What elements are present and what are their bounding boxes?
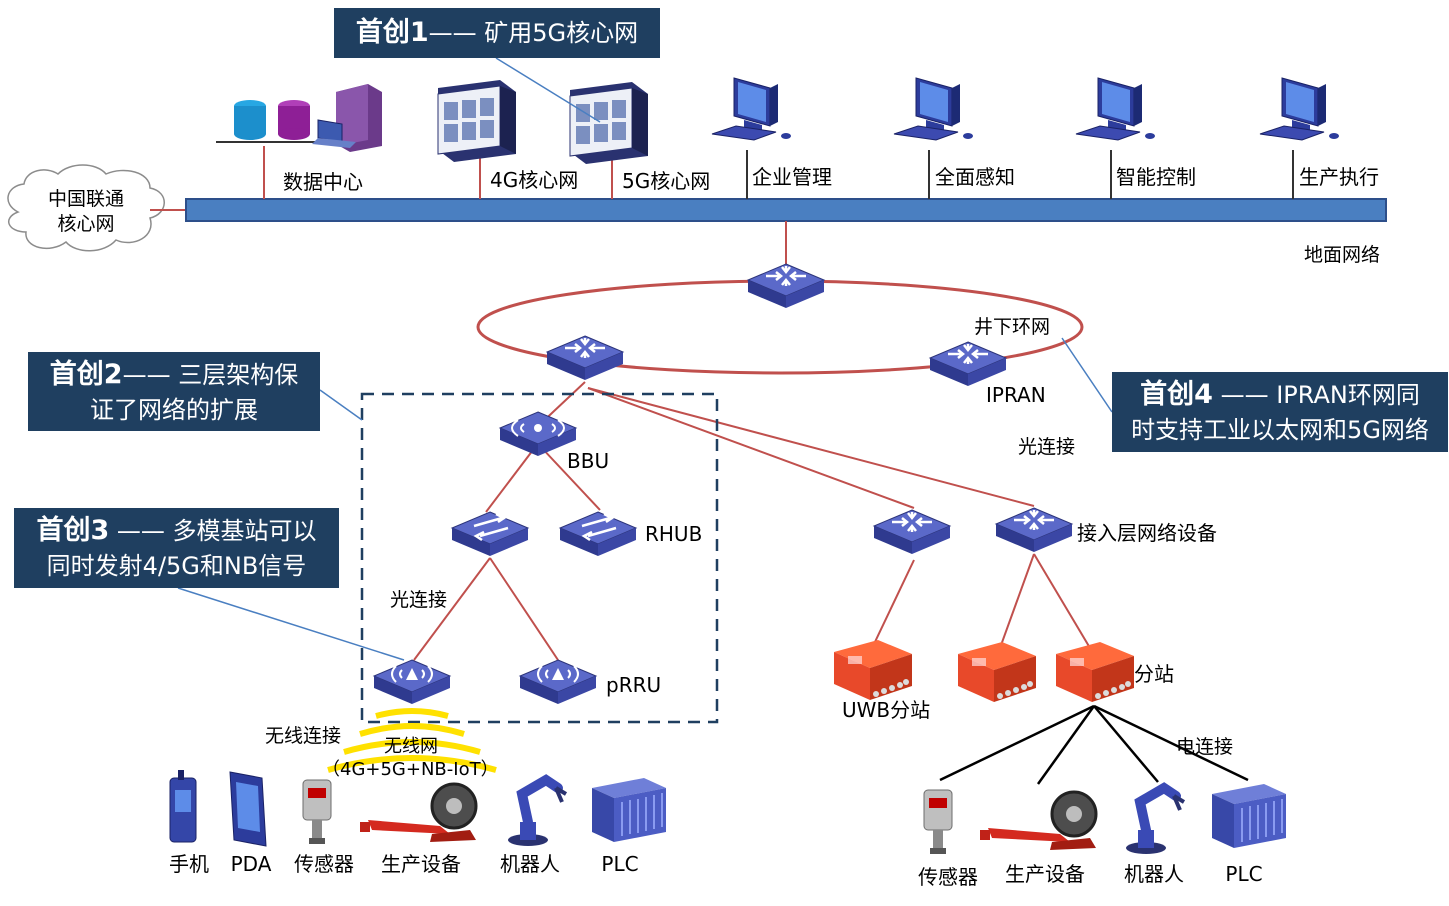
- 4g-core-server-icon: [437, 79, 517, 163]
- perception-label: 全面感知: [935, 165, 1015, 189]
- device-left-plc: PLC: [601, 852, 638, 876]
- rhub-right-icon: [559, 511, 637, 557]
- production-monitor-icon: [1259, 77, 1340, 141]
- rhub-left-icon: [451, 511, 529, 557]
- bbu-icon: [499, 411, 577, 457]
- device-right-equipment: 生产设备: [1005, 862, 1085, 886]
- callout-1-text: —— 矿用5G核心网: [428, 19, 639, 47]
- access-layer-label: 接入层网络设备: [1077, 521, 1217, 545]
- wireless-tech-label: （4G+5G+NB-IoT）: [322, 759, 499, 780]
- optical-label: 光连接: [1018, 436, 1075, 458]
- data-center-label: 数据中心: [283, 170, 363, 194]
- control-monitor-icon: [1075, 77, 1156, 141]
- enterprise-monitor-icon: [711, 77, 792, 141]
- enterprise-label: 企业管理: [752, 165, 832, 189]
- access-switch-icon: [995, 507, 1073, 553]
- substation-label: 分站: [1134, 662, 1174, 686]
- prru-label: pRRU: [606, 673, 661, 697]
- callout-first-1: 首创1—— 矿用5G核心网: [334, 8, 660, 58]
- callout-first-4: 首创4 —— IPRAN环网同 时支持工业以太网和5G网络: [1112, 372, 1448, 452]
- wireless-signal-icon: [327, 708, 497, 773]
- ipran-label: IPRAN: [986, 383, 1046, 407]
- robot-left-icon: [508, 780, 566, 846]
- device-left-equipment: 生产设备: [381, 852, 461, 876]
- device-right-robot: 机器人: [1124, 862, 1184, 886]
- ground-network-label: 地面网络: [1304, 244, 1380, 266]
- three-layer-frame: [360, 392, 719, 724]
- sensor-left-icon: [302, 779, 332, 845]
- plc-left-icon: [591, 777, 667, 843]
- substation-left-icon: [958, 642, 1036, 702]
- electric-label: 电连接: [1176, 736, 1233, 758]
- production-equipment-left-icon: [358, 782, 478, 844]
- cloud-label-1: 中国联通: [48, 188, 124, 210]
- device-right-sensor: 传感器: [918, 865, 978, 889]
- callout-4-title: 首创4: [1140, 379, 1213, 410]
- wireless-connection-label: 无线连接: [265, 725, 341, 747]
- pda-icon: [229, 771, 267, 847]
- ring-top-switch-icon: [747, 263, 825, 309]
- bbu-label: BBU: [567, 449, 609, 473]
- device-right-plc: PLC: [1225, 862, 1262, 886]
- callout-4-line2: 时支持工业以太网和5G网络: [1131, 416, 1429, 444]
- wireless-net-label: 无线网: [384, 736, 438, 757]
- production-equipment-right-icon: [978, 790, 1098, 852]
- uwb-label: UWB分站: [842, 698, 930, 722]
- callout-first-3: 首创3 —— 多模基站可以 同时发射4/5G和NB信号: [14, 508, 339, 588]
- phone-icon: [169, 770, 197, 843]
- robot-right-icon: [1126, 788, 1184, 854]
- ring-left-switch-icon: [546, 335, 624, 381]
- callout-3-line2: 同时发射4/5G和NB信号: [46, 552, 307, 580]
- device-left-pda: PDA: [231, 852, 272, 876]
- 5g-core-label: 5G核心网: [622, 169, 710, 193]
- device-left-sensor: 传感器: [294, 852, 354, 876]
- substation-right-icon: [1056, 642, 1134, 702]
- device-left-phone: 手机: [169, 852, 209, 876]
- ground-network-bus: [185, 198, 1387, 222]
- perception-monitor-icon: [893, 77, 974, 141]
- ipran-switch-icon: [929, 341, 1007, 387]
- cloud-label-2: 核心网: [57, 213, 114, 235]
- 5g-core-server-icon: [569, 81, 649, 165]
- callout-2-text: —— 三层架构保: [122, 361, 299, 389]
- production-label: 生产执行: [1299, 165, 1379, 189]
- uwb-switch-icon: [873, 509, 951, 555]
- sensor-right-icon: [923, 789, 953, 855]
- uwb-substation-icon: [834, 640, 912, 700]
- callout-3-text: —— 多模基站可以: [109, 517, 317, 545]
- prru-left-icon: [373, 659, 451, 705]
- ring-label: 井下环网: [974, 316, 1050, 338]
- control-label: 智能控制: [1116, 165, 1196, 189]
- plc-right-icon: [1211, 783, 1287, 849]
- callout-2-title: 首创2: [49, 359, 123, 390]
- data-center-icon: [216, 84, 382, 152]
- callout-3-title: 首创3: [36, 515, 110, 546]
- callout-4-text: —— IPRAN环网同: [1212, 381, 1420, 409]
- rhub-label: RHUB: [645, 522, 702, 546]
- 4g-core-label: 4G核心网: [490, 168, 578, 192]
- device-left-robot: 机器人: [500, 852, 560, 876]
- callout-1-title: 首创1: [355, 17, 429, 48]
- optical-label-2: 光连接: [390, 589, 447, 611]
- callout-2-line2: 证了网络的扩展: [90, 396, 258, 424]
- prru-right-icon: [519, 659, 597, 705]
- china-unicom-cloud: 中国联通 核心网: [7, 164, 165, 252]
- callout-first-2: 首创2—— 三层架构保 证了网络的扩展: [28, 352, 320, 431]
